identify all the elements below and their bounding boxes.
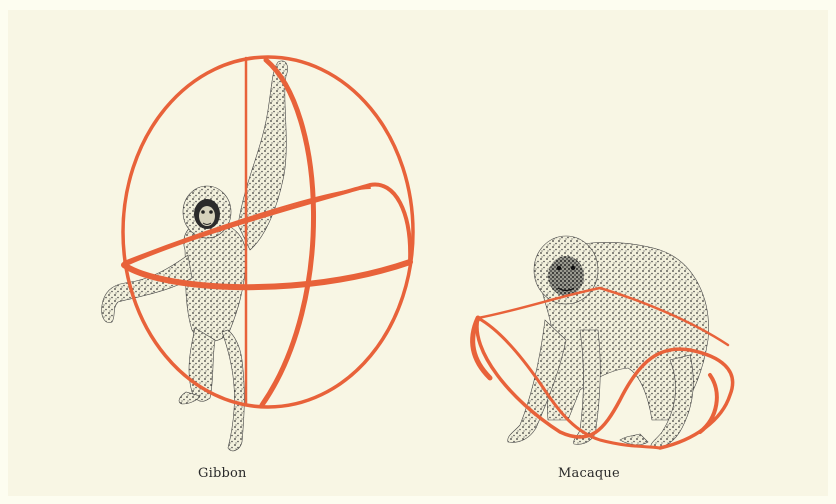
gibbon-drawing-icon <box>102 61 288 451</box>
caption-gibbon: Gibbon <box>198 466 247 481</box>
caption-macaque: Macaque <box>558 466 620 481</box>
